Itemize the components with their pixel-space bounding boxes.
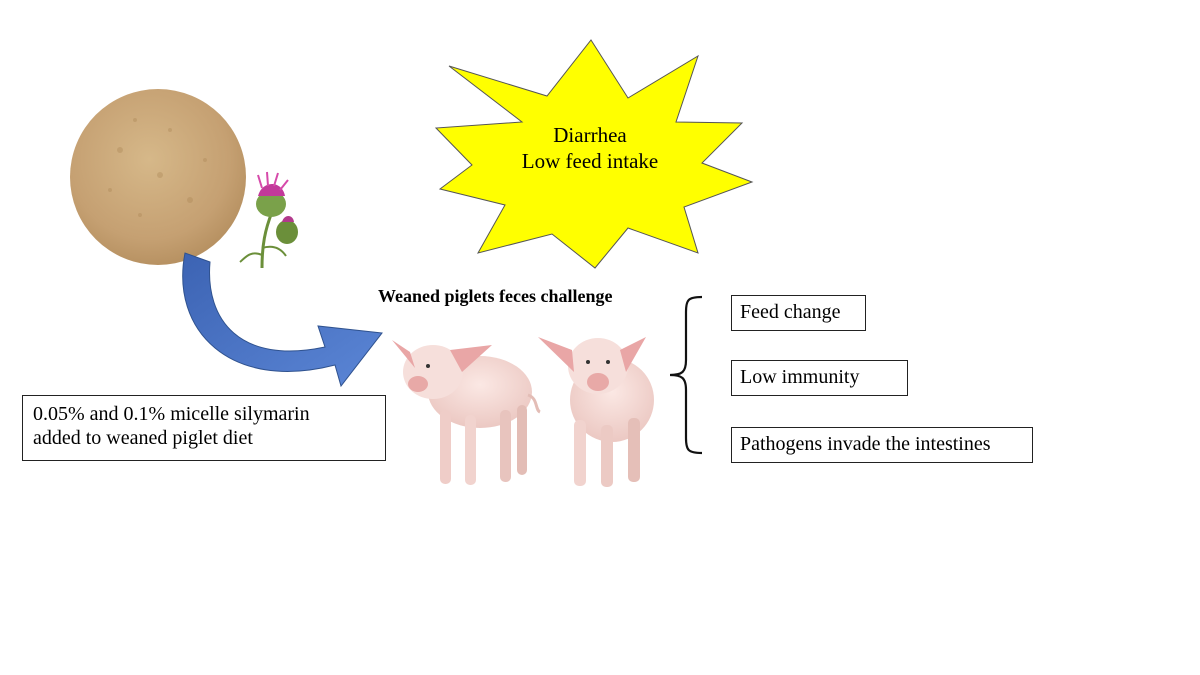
brace-icon	[669, 295, 703, 455]
starburst-label: Diarrhea Low feed intake	[470, 122, 710, 174]
diet-box: 0.05% and 0.1% micelle silymarin added t…	[22, 395, 386, 461]
piglet-image	[538, 337, 654, 487]
starburst-line-diarrhea: Diarrhea	[553, 123, 627, 147]
starburst-shape	[434, 39, 754, 269]
starburst-line-feed-intake: Low feed intake	[521, 149, 659, 173]
curved-arrow-icon	[182, 252, 383, 388]
milk-thistle-icon	[239, 171, 298, 269]
challenge-title: Weaned piglets feces challenge	[378, 286, 613, 306]
piglet-image	[392, 340, 541, 485]
diet-line-2: added to weaned piglet diet	[33, 427, 253, 449]
effect-box-pathogens: Pathogens invade the intestines	[731, 427, 1033, 463]
effect-box-low-immunity: Low immunity	[731, 360, 908, 396]
silymarin-powder-image	[70, 89, 246, 265]
effect-box-feed-change: Feed change	[731, 295, 866, 331]
diet-line-1: 0.05% and 0.1% micelle silymarin	[33, 403, 310, 425]
